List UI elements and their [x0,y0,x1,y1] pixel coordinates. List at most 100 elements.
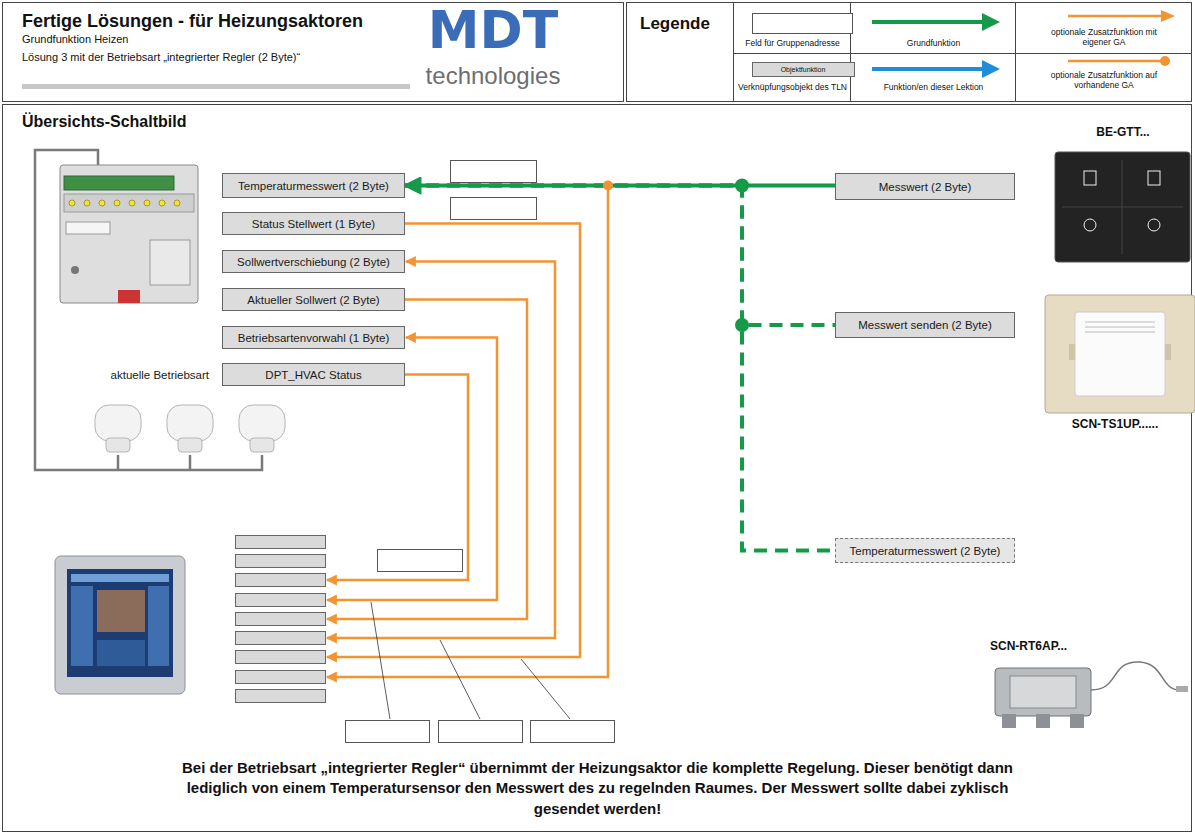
button-icon [1084,171,1096,185]
ga-field [378,550,463,572]
visu-object [236,536,326,549]
legend-sample-head [1161,10,1175,22]
legend-label: optionale Zusatzfunktion mit eigener GA [1048,27,1160,47]
legend-sample [872,60,1000,78]
ga-field [346,721,430,743]
status-led [84,200,90,206]
junction-dot [735,179,749,193]
legend-label: Feld für Gruppenadresse [735,38,850,48]
object-text: Aktueller Sollwert (2 Byte) [247,294,379,306]
logo-mark: MDT [413,4,573,56]
main-frame [3,105,1192,832]
object-box: Temperaturmesswert (2 Byte) [222,173,405,198]
screen-element [71,586,93,666]
visu-object [236,574,326,587]
prog-button [71,266,79,274]
cable-gland [1036,714,1050,728]
leader-line [371,602,390,719]
leader-line [521,659,570,719]
legend-sample-line [1068,60,1165,63]
object-text: DPT_HVAC Status [265,369,361,381]
status-led [69,200,75,206]
screen-element [148,586,169,666]
sensor-grill [1085,322,1155,332]
optional-wire [327,375,468,581]
logo-text: technologies [408,62,578,90]
subtitle-bar [22,84,410,89]
push-button-device [1055,152,1190,262]
panel-screen [67,569,173,677]
legend-sample [1068,56,1170,66]
legend-sample-box [753,14,853,34]
legend-heading: Legende [640,14,730,34]
type-plate [150,240,190,285]
page-title: Fertige Lösungen - für Heizungsaktoren [22,11,412,32]
object-text: Temperaturmesswert (2 Byte) [238,180,389,192]
valve-drive [167,405,213,441]
actuator-wire [117,455,120,470]
legend-label: Verknüpfungsobjekt des TLN [735,82,850,92]
legend-frame [627,3,1192,102]
valve-drive [178,438,202,452]
device-name: BE-GTT... [1058,126,1188,140]
leader-line [371,602,570,719]
legend-sample-dot [1160,56,1170,66]
legend-sample-head [982,60,1000,78]
ga-field [451,161,537,183]
sensor-cable [1091,662,1180,690]
legend-grid [1015,3,1016,101]
object-box: Temperaturmesswert (2 Byte) [835,538,1015,563]
status-led [129,200,135,206]
surface-sensor-device [995,662,1188,728]
object-box: Aktueller Sollwert (2 Byte) [222,288,405,311]
terminal-strip [64,176,174,190]
sensor-terminals [1010,676,1076,708]
room-sensor-device [1045,295,1195,413]
object-text: Messwert (2 Byte) [879,181,972,193]
bus-clamp [118,290,140,303]
object-heading: aktuelle Betriebsart [81,369,209,381]
status-led [144,200,150,206]
button-divider [1062,207,1183,208]
junction-dot [735,318,749,332]
push-button-device [1055,152,1190,262]
object-text: Messwert senden (2 Byte) [858,319,992,331]
object-box: Messwert (2 Byte) [835,173,1015,200]
subtitle: Grundfunktion Heizen [22,33,402,46]
legend-sample [1068,10,1175,22]
status-led [159,200,165,206]
sensor-cover [1075,312,1165,396]
panel-frame [55,556,185,694]
actuator-body [60,165,198,303]
heating-actuator [60,165,198,303]
valve-drive [106,438,130,452]
object-text: Betriebsartenvorwahl (1 Byte) [238,332,389,344]
legend-sample-text: Objektfunktion [752,62,854,77]
sensor-clip [1165,344,1171,360]
legend-sample [753,63,855,77]
visu-object [236,613,326,626]
valve-drive [95,405,285,452]
visu-object [236,632,326,645]
legend-sample-line [1068,15,1162,18]
optional-wire [327,262,555,639]
status-leds [69,200,180,206]
subtitle: Lösung 3 mit der Betriebsart „integriert… [22,51,422,64]
legend-sample-line [872,20,983,24]
cable-gland [1070,714,1084,728]
legend-sample [753,14,853,34]
device-name: SCN-RT6AP... [990,640,1120,654]
button-icon [1084,219,1096,231]
visu-object [236,690,326,703]
object-box: Messwert senden (2 Byte) [835,312,1015,338]
ga-field [346,161,615,743]
screen-element [97,640,145,666]
caption: Bei der Betriebsart „integrierter Regler… [160,758,1035,819]
object-text: Status Stellwert (1 Byte) [252,218,375,230]
screen-element [71,574,169,582]
status-led [99,200,105,206]
legend-label: Funktion/en dieser Lektion [852,82,1015,92]
legend-grid [733,3,734,101]
status-led [174,200,180,206]
